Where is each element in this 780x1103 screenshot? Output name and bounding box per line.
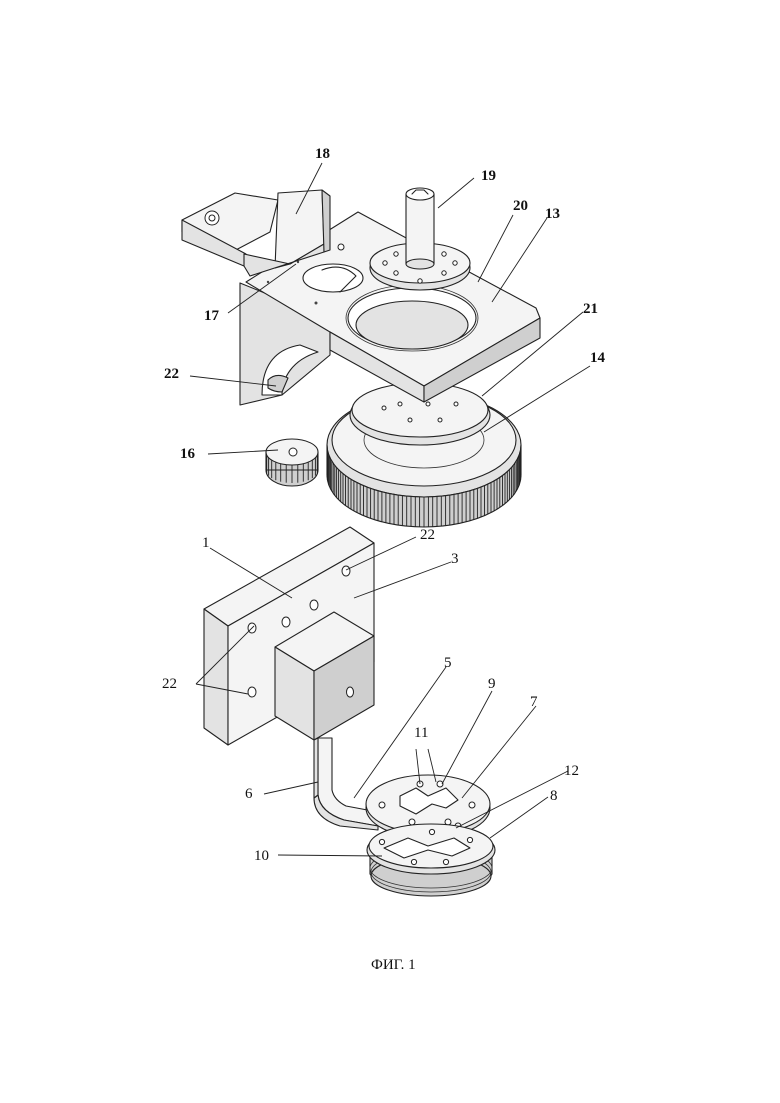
- label-18: 18: [315, 146, 330, 162]
- label-8: 8: [550, 788, 558, 804]
- label-17: 17: [204, 308, 220, 324]
- label-6: 6: [245, 786, 253, 802]
- label-11: 11: [414, 725, 428, 741]
- label-22-left: 22: [162, 676, 177, 692]
- lower-assembly: [204, 527, 495, 896]
- label-22-plate: 22: [420, 527, 435, 543]
- small-gear-16: [266, 439, 318, 486]
- label-19: 19: [481, 168, 496, 184]
- label-16: 16: [180, 446, 196, 462]
- label-12: 12: [564, 763, 579, 779]
- label-14: 14: [590, 350, 606, 366]
- figure-caption: ФИГ. 1: [371, 957, 416, 973]
- rotor-8: [367, 824, 495, 896]
- label-20: 20: [513, 198, 528, 214]
- label-21: 21: [583, 301, 598, 317]
- label-22-housing: 22: [164, 366, 179, 382]
- upper-assembly: [182, 188, 540, 527]
- label-13: 13: [545, 206, 560, 222]
- label-10: 10: [254, 848, 269, 864]
- label-7: 7: [530, 694, 538, 710]
- label-5: 5: [444, 655, 452, 671]
- label-1: 1: [202, 535, 210, 551]
- label-9: 9: [488, 676, 496, 692]
- label-3: 3: [451, 551, 459, 567]
